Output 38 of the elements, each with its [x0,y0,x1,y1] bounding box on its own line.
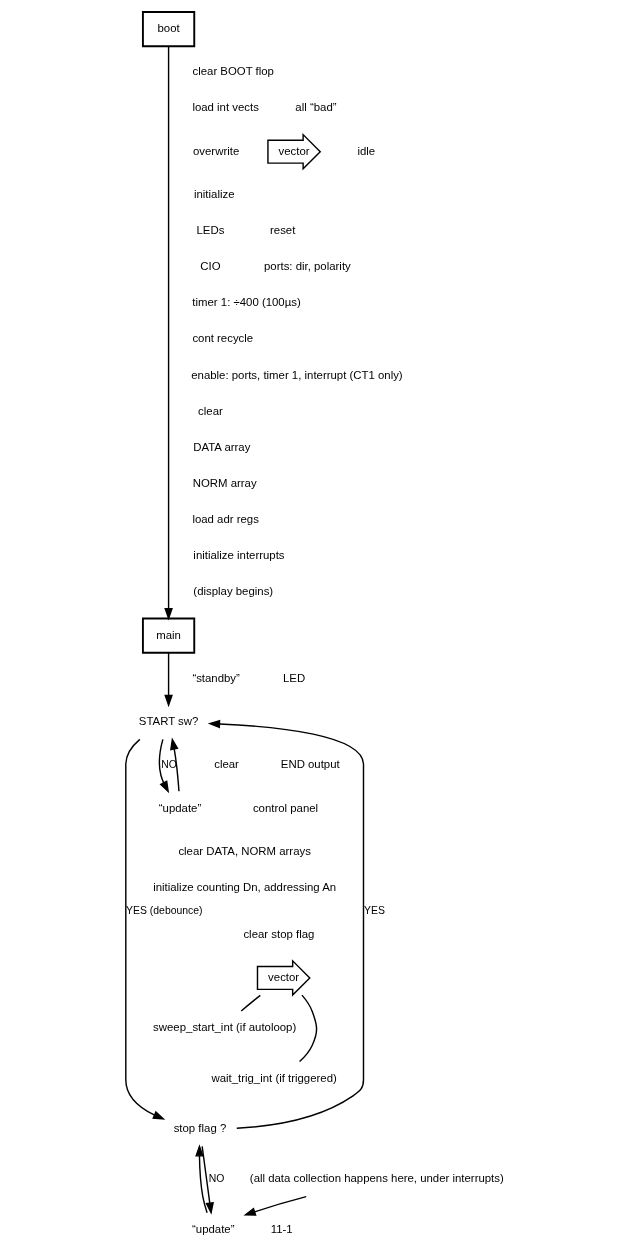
node-text: (all data collection happens here, under interrupts) [249,1172,504,1185]
node-text: “update” [192,1222,235,1235]
label: initialize [193,187,235,200]
label: overwrite [193,144,240,157]
label: initialize counting Dn, addressing An [153,881,337,894]
label: control panel [252,801,319,814]
label: timer 1: ÷400 (100µs) [192,296,301,309]
label: END output [280,758,340,771]
node-text: “update” [158,801,202,814]
node-label: idle [357,144,376,157]
label: enable: ports, timer 1, interrupt (CT1 only) [191,368,403,381]
label: 11-1 [270,1222,293,1235]
label: load int vects [192,101,259,114]
label: ports: dir, polarity [264,260,351,273]
label: clear [198,404,223,417]
edge-label: NO [208,1173,225,1185]
edge-label: YES [363,905,385,917]
label: (display begins) [193,585,274,598]
node-text: wait_trig_int (if triggered) [211,1071,337,1084]
label: NORM array [192,476,257,489]
label: load adr regs [192,513,259,526]
label: DATA array [193,440,251,453]
label: “standby” [192,671,240,684]
label: clear DATA, NORM arrays [178,844,311,857]
node-text: sweep_start_int (if autoloop) [153,1021,297,1034]
label: LEDs [196,224,225,237]
label: initialize interrupts [193,549,285,562]
label: all “bad” [295,101,337,114]
edge-label: YES (debounce) [126,905,203,917]
label: clear BOOT flop [192,65,274,78]
label: clear [214,758,239,771]
node-text: START sw? [138,715,199,728]
label: cont recycle [192,332,254,345]
label: CIO [200,260,221,273]
label: LED [283,671,306,684]
label: reset [270,224,296,237]
node-text: stop flag ? [173,1122,227,1135]
label: clear stop flag [243,927,315,940]
